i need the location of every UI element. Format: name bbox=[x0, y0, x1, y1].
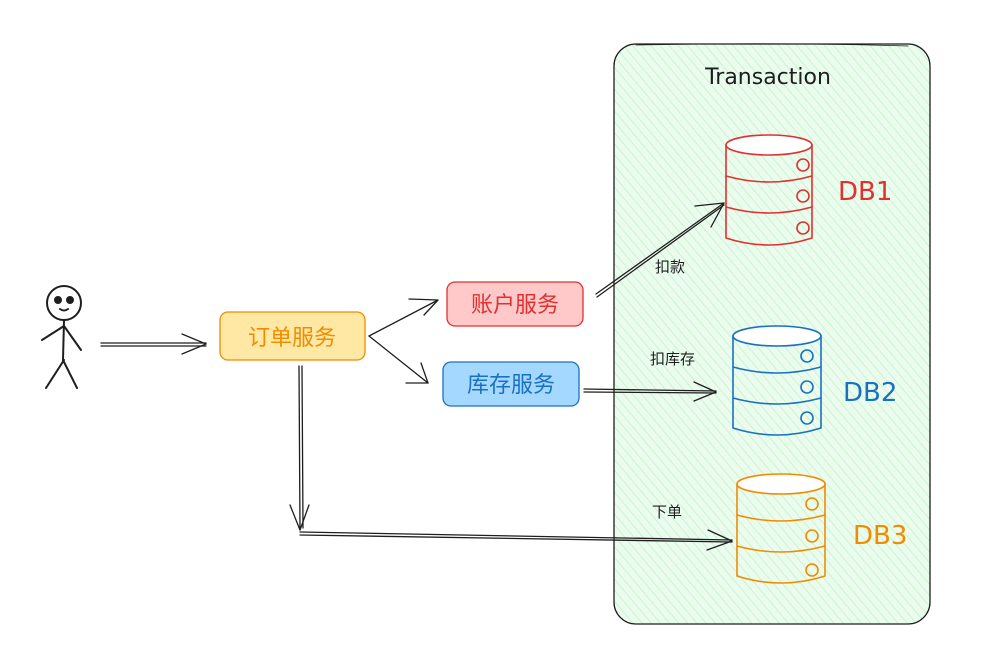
arrow-order-to-inventory bbox=[368, 335, 429, 384]
order-service-box[interactable]: 订单服务 bbox=[219, 311, 366, 361]
db1-cylinder-icon[interactable] bbox=[725, 134, 813, 246]
order-service-label: 订单服务 bbox=[248, 326, 336, 351]
arrow-order-to-account bbox=[368, 298, 439, 337]
arrow-actor-to-order bbox=[100, 333, 207, 355]
arrow-inventory-to-db2 bbox=[583, 381, 717, 402]
db2-cylinder-icon[interactable] bbox=[732, 325, 822, 436]
inventory-service-box[interactable]: 库存服务 bbox=[442, 361, 580, 407]
edge-label-order-db3: 下单 bbox=[652, 503, 682, 521]
db1-label: DB1 bbox=[838, 177, 892, 207]
edge-label-account-db1: 扣款 bbox=[655, 258, 685, 276]
arrow-account-to-db1 bbox=[595, 202, 725, 298]
db3-label: DB3 bbox=[853, 521, 907, 551]
account-service-box[interactable]: 账户服务 bbox=[446, 281, 584, 327]
transaction-title: Transaction bbox=[704, 65, 831, 90]
account-service-label: 账户服务 bbox=[471, 293, 559, 318]
stick-figure-icon bbox=[41, 285, 82, 389]
db2-label: DB2 bbox=[843, 378, 897, 408]
edge-label-inventory-db2: 扣库存 bbox=[650, 350, 695, 368]
arrow-order-to-db3 bbox=[289, 365, 733, 551]
db3-cylinder-icon[interactable] bbox=[736, 473, 826, 584]
inventory-service-label: 库存服务 bbox=[467, 373, 555, 398]
